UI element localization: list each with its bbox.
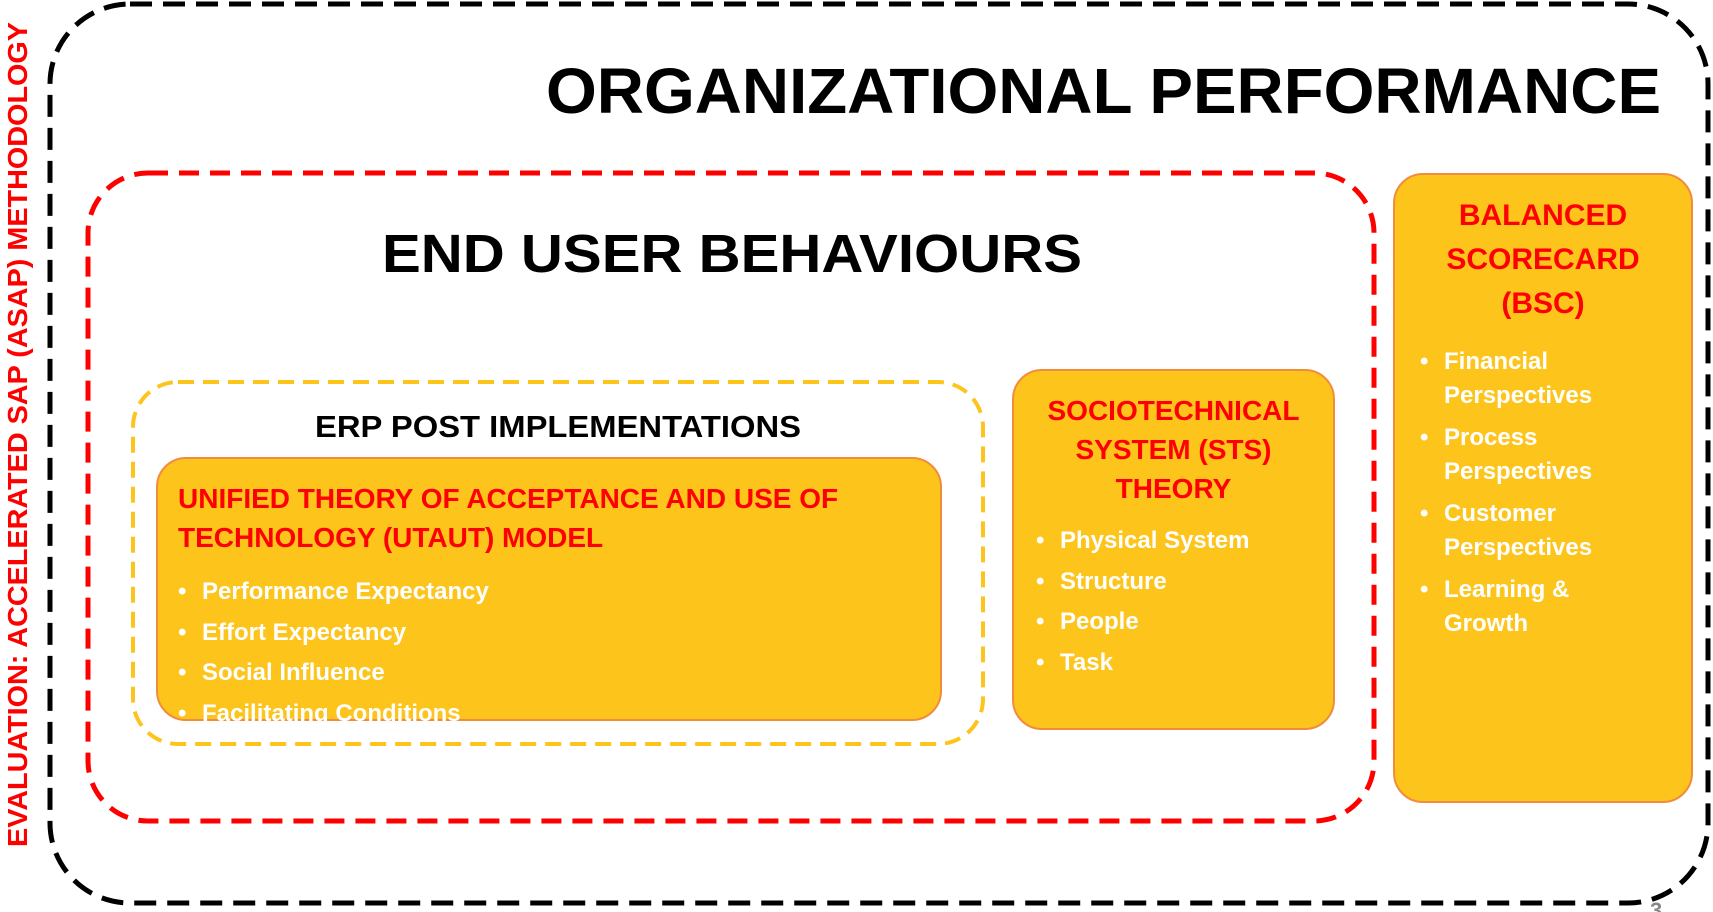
sts-item: Structure bbox=[1036, 562, 1249, 603]
utaut-box: UNIFIED THEORY OF ACCEPTANCE AND USE OF … bbox=[156, 457, 942, 734]
erp-post-implementations-frame bbox=[131, 380, 985, 746]
sts-heading-line2: SYSTEM (STS) bbox=[1075, 434, 1272, 465]
utaut-item: Performance Expectancy bbox=[178, 572, 489, 613]
bsc-heading-line1: BALANCED bbox=[1458, 199, 1628, 232]
sts-item: Task bbox=[1036, 643, 1249, 684]
utaut-item: Effort Expectancy bbox=[178, 613, 489, 654]
sts-heading-line3: THEORY bbox=[1115, 473, 1232, 504]
utaut-heading-line1: UNIFIED THEORY OF ACCEPTANCE AND USE OF bbox=[178, 483, 839, 514]
end-user-behaviours-frame bbox=[85, 170, 1377, 824]
utaut-heading-line2: TECHNOLOGY (UTAUT) MODEL bbox=[178, 522, 604, 553]
sts-item: Physical System bbox=[1036, 521, 1249, 562]
sts-heading-line1: SOCIOTECHNICAL bbox=[1047, 395, 1300, 426]
sts-box: SOCIOTECHNICAL SYSTEM (STS) THEORY Physi… bbox=[1012, 369, 1335, 730]
utaut-item: Facilitating Conditions bbox=[178, 694, 489, 735]
bsc-box: BALANCED SCORECARD (BSC) FinancialPerspe… bbox=[1393, 173, 1693, 803]
end-user-behaviours-title: END USER BEHAVIOURS bbox=[382, 224, 1082, 284]
bsc-heading-line3: (BSC) bbox=[1501, 287, 1585, 320]
utaut-item: Social Influence bbox=[178, 653, 489, 694]
bsc-heading-line2: SCORECARD bbox=[1446, 243, 1640, 276]
organizational-performance-title: ORGANIZATIONAL PERFORMANCE bbox=[546, 55, 1661, 127]
page-number: 3 bbox=[1650, 898, 1662, 912]
erp-post-implementations-title: ERP POST IMPLEMENTATIONS bbox=[315, 409, 801, 444]
sts-item: People bbox=[1036, 602, 1249, 643]
side-label: EVALUATION: ACCELERATED SAP (ASAP) METHO… bbox=[2, 22, 33, 847]
organizational-performance-frame bbox=[47, 1, 1711, 906]
bsc-item: Learning &Growth bbox=[1420, 573, 1592, 641]
